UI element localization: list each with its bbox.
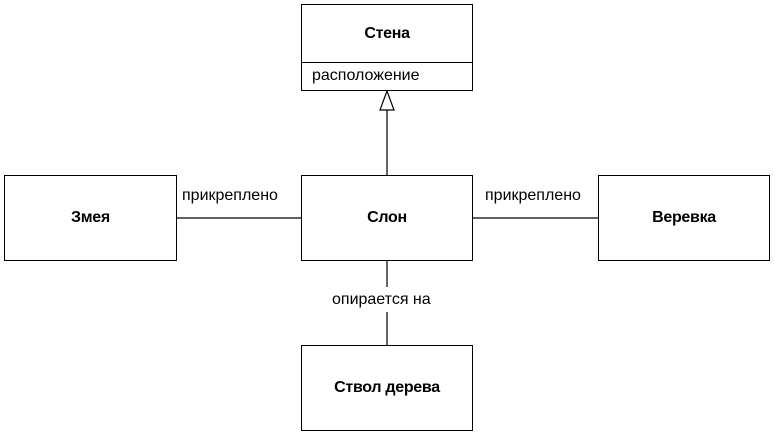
- class-name-wall: Стена: [364, 25, 410, 42]
- class-box-rope: Веревка: [598, 175, 770, 261]
- association-label-elephant-rope: прикреплено: [485, 187, 581, 204]
- class-compartment-divider: [302, 62, 472, 63]
- class-name-snake: Змея: [71, 209, 110, 226]
- association-label-snake-elephant: прикреплено: [182, 187, 278, 204]
- class-name-rope: Веревка: [652, 209, 716, 226]
- class-name-elephant: Слон: [367, 209, 407, 226]
- generalization-arrowhead-icon: [379, 89, 395, 111]
- class-box-snake: Змея: [4, 175, 177, 261]
- class-attribute-wall: расположение: [312, 67, 420, 84]
- class-box-tree-trunk: Ствол дерева: [301, 345, 473, 431]
- class-name-tree-trunk: Ствол дерева: [334, 379, 440, 396]
- class-box-elephant: Слон: [301, 175, 473, 261]
- class-box-wall: Стена расположение: [301, 4, 473, 91]
- association-label-elephant-tree: опирается на: [332, 291, 431, 308]
